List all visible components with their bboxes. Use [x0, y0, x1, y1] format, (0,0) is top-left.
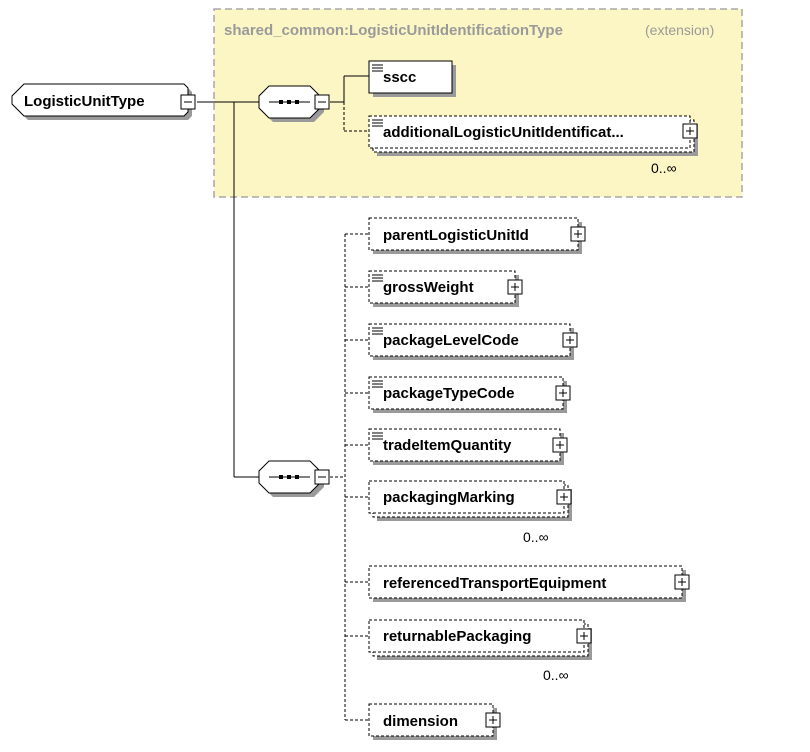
element-referenced-transport-equipment[interactable]: referencedTransportEquipment	[368, 565, 690, 602]
sequence-compositor-1[interactable]	[258, 85, 330, 122]
element-parent-logistic-unit-id[interactable]: parentLogisticUnitId	[368, 217, 586, 254]
element-package-type-code[interactable]: packageTypeCode	[368, 376, 571, 413]
element-label: packagingMarking	[383, 489, 515, 506]
expand-icon[interactable]	[682, 123, 698, 139]
root-type-label: LogisticUnitType	[24, 93, 145, 110]
expand-icon[interactable]	[570, 226, 586, 242]
text-content-icon	[372, 119, 383, 127]
expand-icon[interactable]	[674, 574, 690, 590]
element-label: packageTypeCode	[383, 385, 514, 402]
text-content-icon	[372, 327, 383, 335]
element-label: sscc	[383, 69, 416, 86]
cardinality-label: 0..∞	[651, 160, 677, 176]
cardinality-label: 0..∞	[523, 529, 549, 545]
element-label: parentLogisticUnitId	[383, 227, 529, 244]
element-label: additionalLogisticUnitIdentificat...	[383, 124, 624, 141]
extension-kind: (extension)	[645, 22, 714, 38]
element-additional-logistic-unit-identification[interactable]: additionalLogisticUnitIdentificat... 0..…	[368, 115, 698, 176]
expand-icon[interactable]	[562, 332, 578, 348]
text-content-icon	[372, 274, 383, 282]
sequence-compositor-2[interactable]	[258, 460, 330, 497]
connectors	[197, 75, 369, 721]
element-gross-weight[interactable]: grossWeight	[368, 270, 523, 307]
expand-icon[interactable]	[485, 712, 501, 728]
element-package-level-code[interactable]: packageLevelCode	[368, 323, 578, 360]
collapse-icon[interactable]	[314, 469, 330, 485]
text-content-icon	[372, 64, 383, 72]
text-content-icon	[372, 380, 383, 388]
element-label: packageLevelCode	[383, 332, 519, 349]
expand-icon[interactable]	[556, 489, 572, 505]
collapse-icon[interactable]	[180, 94, 196, 110]
element-sscc[interactable]: sscc	[368, 60, 456, 97]
element-label: returnablePackaging	[383, 628, 531, 645]
element-label: dimension	[383, 713, 458, 730]
element-label: referencedTransportEquipment	[383, 575, 606, 592]
element-label: tradeItemQuantity	[383, 437, 512, 454]
element-trade-item-quantity[interactable]: tradeItemQuantity	[368, 428, 568, 465]
expand-icon[interactable]	[555, 385, 571, 401]
expand-icon[interactable]	[552, 437, 568, 453]
cardinality-label: 0..∞	[543, 667, 569, 683]
element-dimension[interactable]: dimension	[368, 703, 501, 740]
element-packaging-marking[interactable]: packagingMarking 0..∞	[368, 480, 572, 545]
element-label: grossWeight	[383, 279, 474, 296]
text-content-icon	[372, 432, 383, 440]
expand-icon[interactable]	[507, 279, 523, 295]
root-type-node[interactable]: LogisticUnitType	[11, 83, 196, 120]
element-returnable-packaging[interactable]: returnablePackaging 0..∞	[368, 619, 592, 683]
expand-icon[interactable]	[576, 628, 592, 644]
extension-base-type: shared_common:LogisticUnitIdentification…	[224, 22, 563, 39]
collapse-icon[interactable]	[314, 94, 330, 110]
